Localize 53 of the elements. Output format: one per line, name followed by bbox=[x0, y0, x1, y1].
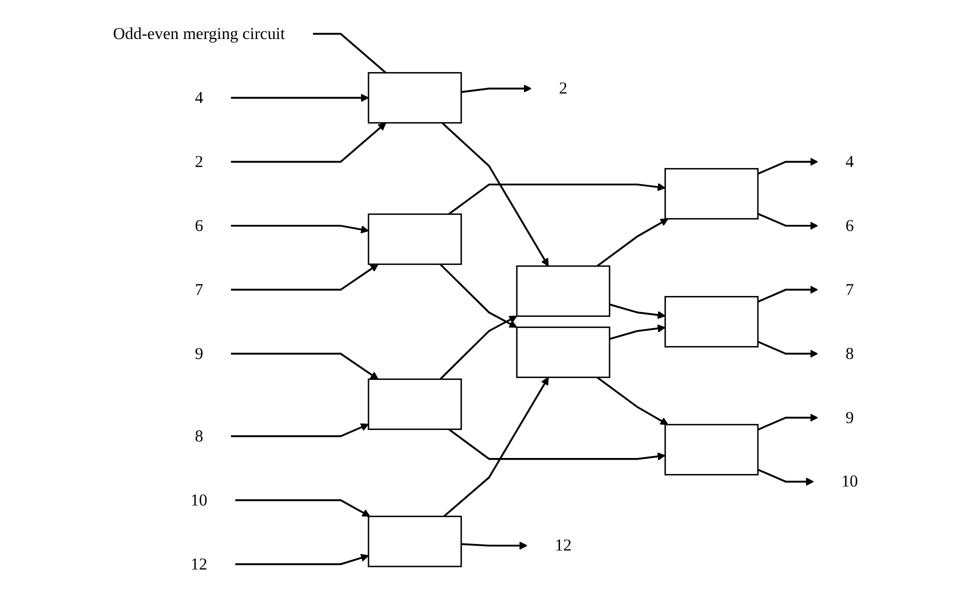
arrow bbox=[758, 340, 818, 358]
node-box bbox=[368, 516, 462, 568]
arrow bbox=[441, 122, 549, 266]
arrow bbox=[758, 468, 814, 486]
arrow bbox=[461, 84, 532, 93]
node-box bbox=[368, 378, 462, 430]
node-box bbox=[516, 326, 610, 378]
node-text: 4 bbox=[846, 152, 854, 171]
arrow bbox=[596, 376, 668, 425]
node-box bbox=[664, 168, 759, 220]
node-text: 2 bbox=[194, 152, 204, 171]
arrow bbox=[231, 122, 386, 163]
node-box bbox=[516, 265, 610, 317]
node-text: 8 bbox=[194, 426, 204, 446]
node-text: 10 bbox=[841, 472, 858, 490]
arrow bbox=[461, 542, 528, 550]
arrow bbox=[758, 212, 818, 230]
arrow bbox=[235, 499, 370, 517]
arrow bbox=[231, 94, 369, 102]
arrow bbox=[231, 423, 369, 438]
node-box bbox=[664, 424, 759, 476]
node-text: 12 bbox=[554, 536, 572, 554]
node-box bbox=[664, 296, 759, 348]
node-text: 10 bbox=[190, 490, 208, 509]
node-box bbox=[368, 72, 462, 124]
node-text: 12 bbox=[190, 554, 208, 573]
arrow bbox=[440, 316, 518, 380]
arrow bbox=[758, 414, 818, 431]
connector bbox=[312, 32, 386, 74]
node-text: 6 bbox=[846, 216, 854, 235]
arrow bbox=[758, 286, 818, 303]
node-text: 2 bbox=[559, 78, 568, 98]
arrow bbox=[609, 304, 666, 320]
arrow bbox=[609, 324, 666, 340]
arrow bbox=[231, 264, 378, 291]
node-text: 8 bbox=[846, 344, 854, 363]
arrow bbox=[448, 183, 666, 215]
node-box bbox=[368, 213, 462, 265]
arrow bbox=[231, 224, 369, 234]
arrow bbox=[443, 376, 549, 518]
arrow bbox=[235, 554, 369, 566]
arrow bbox=[596, 218, 668, 267]
node-text: 6 bbox=[194, 216, 204, 235]
arrow bbox=[758, 158, 818, 175]
arrow bbox=[231, 352, 378, 380]
node-text: 9 bbox=[846, 408, 854, 426]
node-text: 7 bbox=[194, 280, 204, 299]
arrow bbox=[440, 264, 518, 328]
node-text: Odd-even merging circuit bbox=[112, 24, 286, 43]
node-text: 9 bbox=[194, 344, 204, 363]
arrow bbox=[448, 428, 666, 460]
node-text: 7 bbox=[846, 280, 854, 299]
node-text: 4 bbox=[194, 88, 204, 107]
